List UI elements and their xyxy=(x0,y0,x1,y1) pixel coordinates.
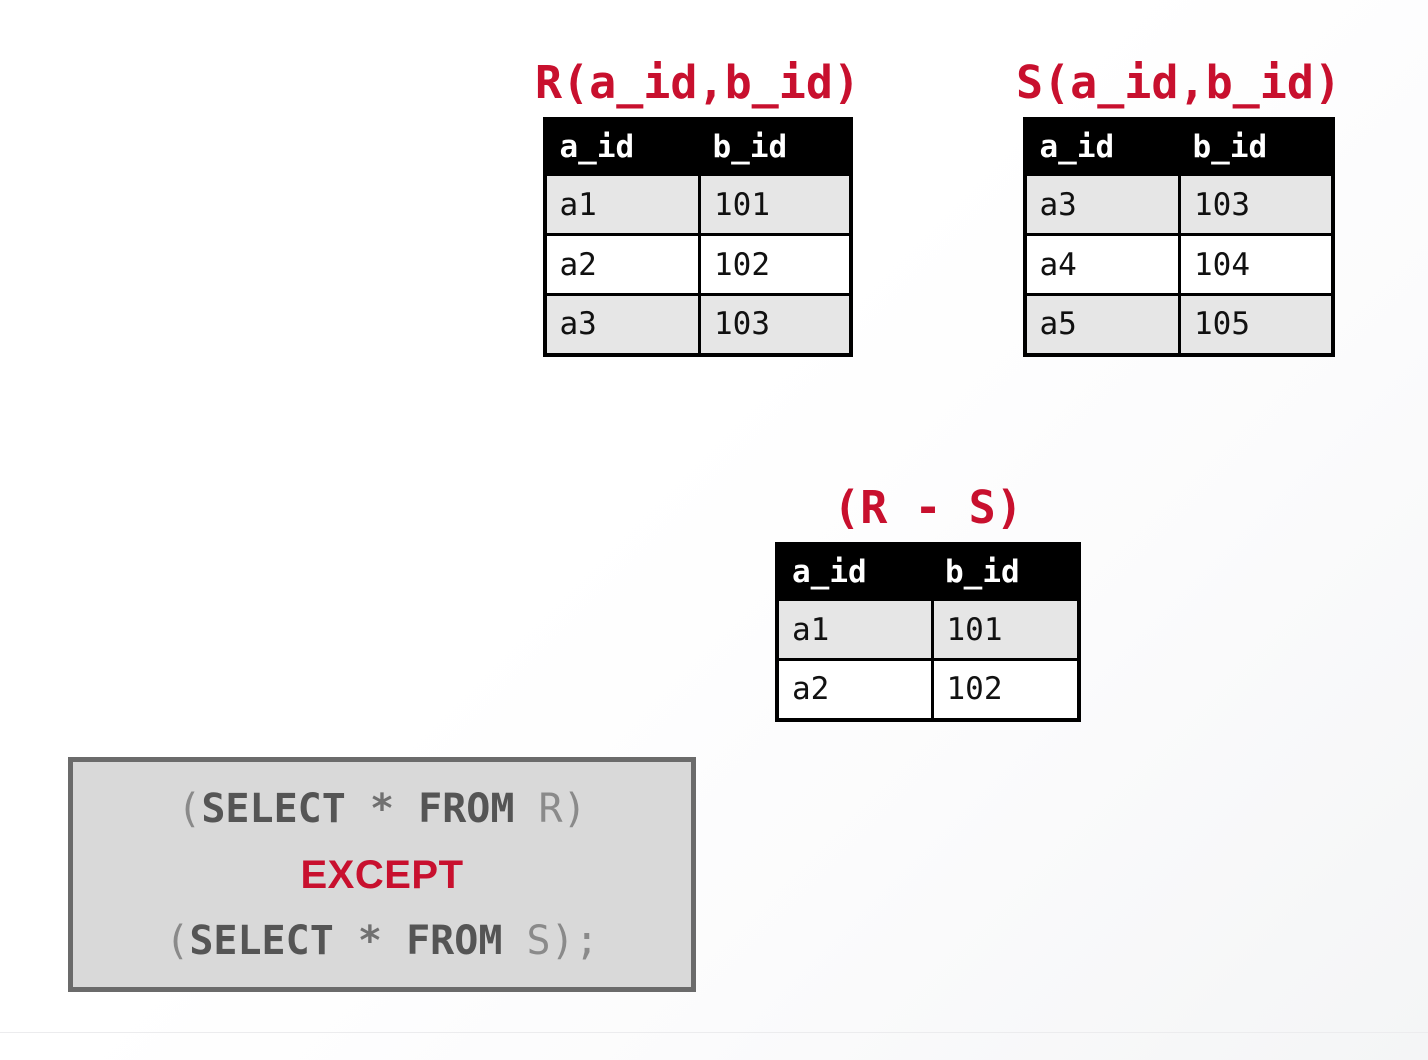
footer-divider xyxy=(0,1032,1428,1033)
sql-code-box: (SELECT * FROM R) EXCEPT (SELECT * FROM … xyxy=(68,757,696,992)
cell-b-id: 103 xyxy=(1178,173,1334,236)
table-row: a1 101 xyxy=(775,598,1081,661)
table-row: a2 102 xyxy=(775,658,1081,721)
column-header-b-id: b_id xyxy=(1179,119,1333,175)
sql-line-1: (SELECT * FROM R) xyxy=(177,776,586,842)
relation-table-s: a_id b_id a3 103 a4 104 a5 105 xyxy=(1022,117,1335,357)
relation-title-r: R(a_id,b_id) xyxy=(534,56,861,109)
column-header-a-id: a_id xyxy=(777,544,932,600)
space xyxy=(346,786,370,832)
cell-a-id: a2 xyxy=(775,658,934,721)
cell-b-id: 101 xyxy=(698,173,852,236)
star-glob: * xyxy=(357,917,382,964)
keyword-from: FROM xyxy=(418,785,515,832)
table-row: a3 103 xyxy=(1023,173,1334,236)
cell-b-id: 102 xyxy=(698,233,852,296)
column-header-a-id: a_id xyxy=(1024,119,1180,175)
cell-a-id: a4 xyxy=(1023,233,1181,296)
table-row: a1 101 xyxy=(543,173,852,236)
keyword-select: SELECT xyxy=(201,785,346,832)
table-row: a2 102 xyxy=(543,233,852,296)
keyword-except: EXCEPT xyxy=(300,852,464,897)
relation-title-s: S(a_id,b_id) xyxy=(1015,56,1342,109)
cell-b-id: 103 xyxy=(698,293,852,356)
cell-a-id: a1 xyxy=(775,598,934,661)
cell-b-id: 101 xyxy=(930,598,1081,661)
table-header-row: a_id b_id xyxy=(1024,119,1333,175)
relation-block-result: (R - S) a_id b_id a1 101 a2 102 xyxy=(748,485,1108,722)
relation-title-result: (R - S) xyxy=(833,481,1023,534)
table-header-row: a_id b_id xyxy=(777,544,1079,600)
space xyxy=(394,786,418,832)
column-header-b-id: b_id xyxy=(932,544,1079,600)
table-ref-r: R xyxy=(538,785,563,832)
cell-b-id: 102 xyxy=(930,658,1081,721)
cell-a-id: a3 xyxy=(1023,173,1181,236)
space xyxy=(382,918,406,964)
table-row: a4 104 xyxy=(1023,233,1334,296)
close-paren-semicolon: ); xyxy=(550,917,599,964)
space xyxy=(502,918,526,964)
column-header-a-id: a_id xyxy=(544,119,700,175)
relation-block-s: S(a_id,b_id) a_id b_id a3 103 a4 104 a5 xyxy=(986,60,1371,357)
table-row: a5 105 xyxy=(1023,293,1334,356)
table-ref-s: S xyxy=(526,917,551,964)
keyword-from: FROM xyxy=(406,917,503,964)
keyword-select: SELECT xyxy=(189,917,334,964)
cell-a-id: a3 xyxy=(543,293,701,356)
space xyxy=(334,918,358,964)
table-row: a3 103 xyxy=(543,293,852,356)
cell-a-id: a5 xyxy=(1023,293,1181,356)
sql-line-3: (SELECT * FROM S); xyxy=(165,908,599,974)
cell-b-id: 104 xyxy=(1178,233,1334,296)
relation-table-r: a_id b_id a1 101 a2 102 a3 103 xyxy=(542,117,853,357)
table-header-row: a_id b_id xyxy=(544,119,851,175)
open-paren: ( xyxy=(177,785,202,832)
star-glob: * xyxy=(369,785,395,832)
open-paren: ( xyxy=(165,917,190,964)
cell-a-id: a1 xyxy=(543,173,701,236)
space xyxy=(514,786,538,832)
close-paren: ) xyxy=(562,785,587,832)
relation-block-r: R(a_id,b_id) a_id b_id a1 101 a2 102 a3 xyxy=(505,60,890,357)
relation-table-result: a_id b_id a1 101 a2 102 xyxy=(775,542,1081,722)
column-header-b-id: b_id xyxy=(699,119,851,175)
cell-b-id: 105 xyxy=(1178,293,1334,356)
cell-a-id: a2 xyxy=(543,233,701,296)
